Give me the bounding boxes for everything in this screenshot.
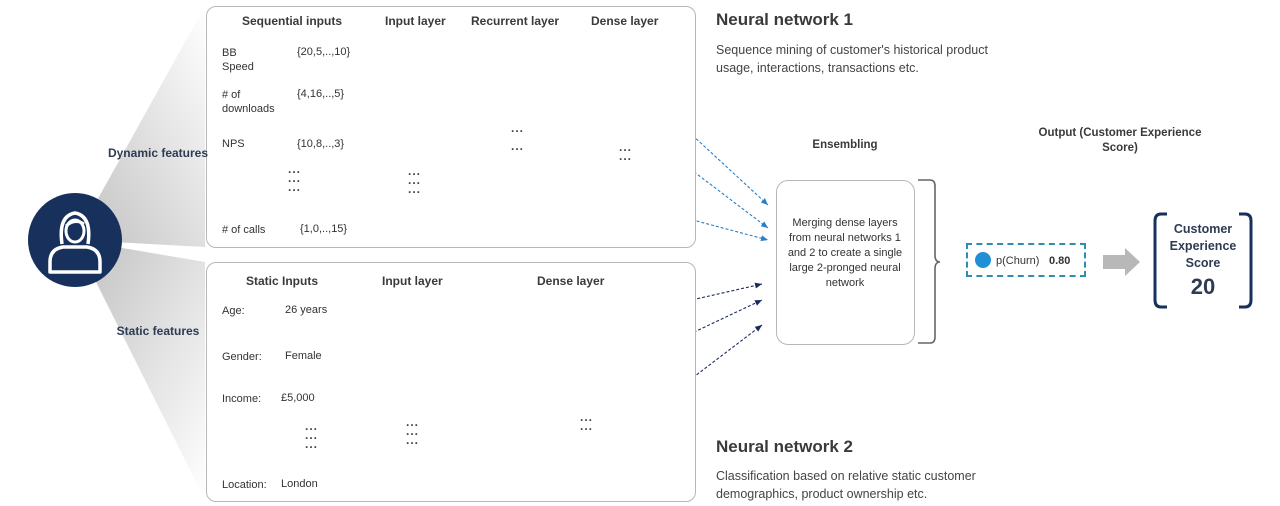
nn1-input-layer-header: Input layer: [385, 14, 446, 28]
nn2-input-ellipsis: .........: [406, 415, 420, 447]
nn2-feature-name: Location:: [222, 479, 267, 491]
fan-static: [75, 240, 205, 500]
nn2-feature-values: Female: [285, 350, 322, 362]
output-arrow-icon: [1103, 248, 1140, 276]
nn1-feature-ellipsis: .........: [288, 162, 302, 194]
score-title: Customer Experience Score: [1169, 222, 1237, 270]
score-bracket-right: [1239, 212, 1253, 309]
ensembling-title: Ensembling: [812, 139, 878, 151]
output-title: Output (Customer Experience Score): [1038, 127, 1202, 154]
ensembling-text: Merging dense layers from neural network…: [787, 217, 903, 289]
churn-label: p(Churn): [996, 255, 1040, 267]
score-bracket-left: [1153, 212, 1167, 309]
nn1-feature-values: {4,16,..,5}: [297, 88, 345, 100]
ensemble-bracket: [918, 179, 941, 344]
nn1-description: Sequence mining of customer's historical…: [716, 43, 988, 75]
nn1-recurrent-layer-header: Recurrent layer: [471, 14, 560, 28]
nn1-feature-name: # of calls: [222, 224, 266, 236]
nn1-input-ellipsis: .........: [408, 164, 422, 196]
nn2-input-layer-header: Input layer: [382, 274, 443, 288]
nn2-panel: [206, 262, 696, 502]
nn2-feature-values: London: [281, 478, 318, 490]
nn2-feature-ellipsis: .........: [305, 419, 319, 451]
nn2-feature-name: Age:: [222, 305, 245, 317]
nn1-to-ensemble-edge: [633, 203, 769, 242]
nn2-feature-name: Gender:: [222, 351, 262, 363]
nn2-inputs-header: Static Inputs: [246, 274, 319, 288]
nn1-feature-values: {10,8,..,3}: [297, 138, 345, 150]
nn1-title: Neural network 1: [716, 10, 853, 29]
nn2-title: Neural network 2: [716, 437, 853, 456]
dynamic-features-label: Dynamic features: [107, 146, 209, 160]
nn1-to-ensemble-edge: [633, 126, 769, 229]
nn2-description: Classification based on relative static …: [716, 469, 976, 501]
nn1-dense-layer-header: Dense layer: [591, 14, 659, 28]
nn1-feature-name: # of downloads: [222, 89, 275, 115]
nn1-feature-values: {1,0,..,15}: [300, 223, 348, 235]
nn2-dense-layer-header: Dense layer: [537, 274, 605, 288]
ensembling-box: [776, 180, 915, 345]
nn2-feature-values: 26 years: [285, 304, 328, 316]
nn1-dense-ellipsis: ......: [619, 140, 633, 163]
nn1-feature-name: BB Speed: [222, 47, 254, 73]
nn1-recurrent-ellipsis: ......: [511, 121, 525, 153]
nn1-feature-name: NPS: [222, 138, 245, 150]
nn1-feature-values: {20,5,..,10}: [297, 46, 351, 58]
nn2-dense-ellipsis: ......: [580, 410, 594, 433]
churn-dot-icon: [975, 252, 991, 268]
nn2-feature-name: Income:: [222, 393, 262, 405]
fan-dynamic: [75, 6, 205, 247]
static-features-label: Static features: [116, 324, 200, 338]
nn2-feature-values: £5,000: [281, 392, 315, 404]
nn1-inputs-header: Sequential inputs: [242, 14, 343, 28]
nn1-panel: [206, 6, 696, 248]
churn-value: 0.80: [1049, 255, 1071, 267]
score-value: 20: [1190, 274, 1216, 299]
customer-avatar-icon: [28, 193, 122, 287]
